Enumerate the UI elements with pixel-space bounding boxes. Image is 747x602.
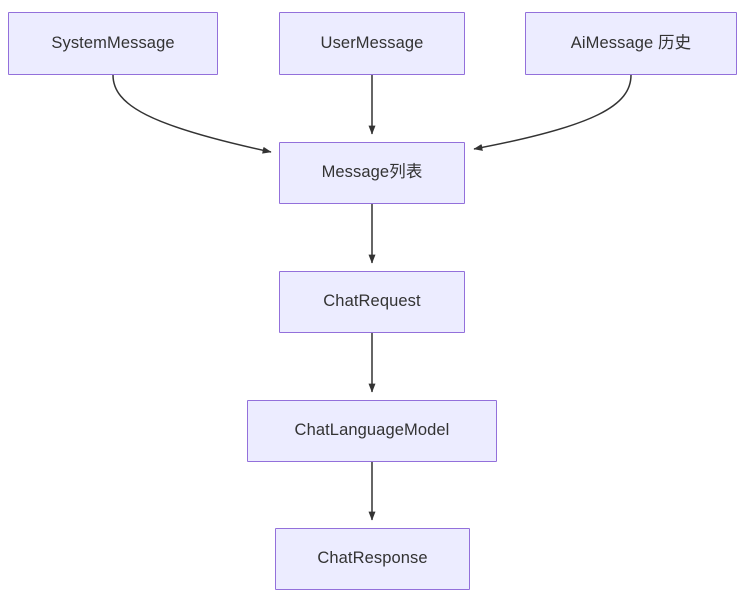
node-label: ChatLanguageModel xyxy=(294,421,450,440)
node-message-list[interactable]: Message列表 xyxy=(279,142,465,204)
node-chat-response[interactable]: ChatResponse xyxy=(275,528,470,590)
node-label: ChatRequest xyxy=(323,292,421,311)
node-label: AiMessage 历史 xyxy=(570,33,692,52)
node-chat-language-model[interactable]: ChatLanguageModel xyxy=(247,400,497,462)
node-label: ChatResponse xyxy=(317,549,428,568)
node-label: Message列表 xyxy=(321,163,423,182)
node-label: SystemMessage xyxy=(51,33,175,52)
edge-system-message-to-message-list xyxy=(112,74,272,154)
node-user-message[interactable]: UserMessage xyxy=(279,12,465,75)
node-ai-message[interactable]: AiMessage 历史 xyxy=(525,12,737,75)
node-system-message[interactable]: SystemMessage xyxy=(8,12,218,75)
edge-ai-message-to-message-list xyxy=(473,74,632,151)
node-label: UserMessage xyxy=(320,33,424,52)
node-chat-request[interactable]: ChatRequest xyxy=(279,271,465,333)
